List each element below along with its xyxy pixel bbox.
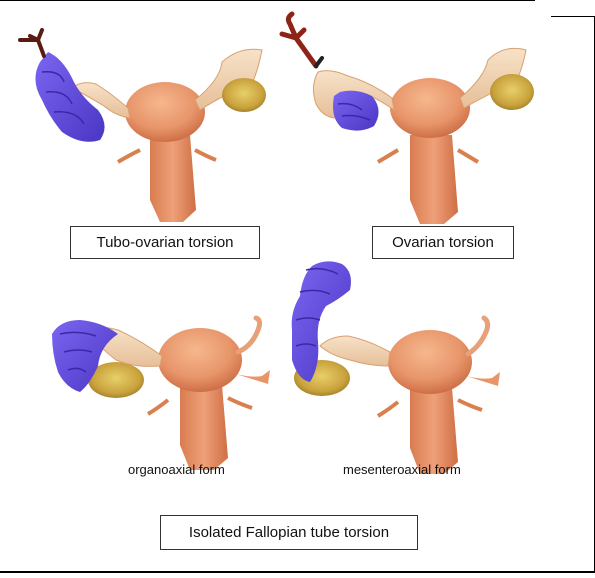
label-isolated-fallopian-tube-torsion: Isolated Fallopian tube torsion (160, 515, 418, 550)
label-ovarian-torsion: Ovarian torsion (372, 226, 514, 259)
ovarian-torsion-drawing (282, 14, 534, 224)
organoaxial-form-drawing (52, 318, 270, 470)
ligament-left (118, 150, 140, 162)
ligament-right (458, 400, 482, 410)
ligament-left (378, 402, 398, 416)
uterus-body (388, 330, 472, 394)
fallopian-tube-right (238, 318, 260, 352)
fallopian-tube-right (468, 318, 488, 354)
mesenteroaxial-form-drawing (292, 261, 500, 474)
fallopian-tube-right-end (236, 370, 270, 384)
fallopian-tube-right-end (466, 372, 500, 386)
ligament-left (378, 150, 398, 162)
label-organoaxial-form: organoaxial form (128, 462, 225, 477)
cervix-shape (150, 135, 196, 222)
vascular-pedicle (20, 30, 44, 56)
uterus-body (390, 78, 470, 138)
uterus-body (125, 82, 205, 142)
ligament-right (228, 398, 252, 408)
ligament-left (148, 400, 168, 414)
ovary-right (490, 74, 534, 110)
ligament-right (458, 150, 478, 162)
cervix-shape (180, 385, 228, 470)
tubo-ovarian-torsion-drawing (20, 30, 266, 222)
ovary-right (222, 78, 266, 112)
vascular-pedicle (282, 14, 316, 66)
label-tubo-ovarian-torsion: Tubo-ovarian torsion (70, 226, 260, 259)
ligament-right (195, 150, 216, 160)
uterus-body (158, 328, 242, 392)
vascular-pedicle-base (316, 58, 322, 66)
twisted-ovary (333, 91, 379, 131)
cervix-shape (410, 135, 458, 224)
label-mesenteroaxial-form: mesenteroaxial form (343, 462, 461, 477)
